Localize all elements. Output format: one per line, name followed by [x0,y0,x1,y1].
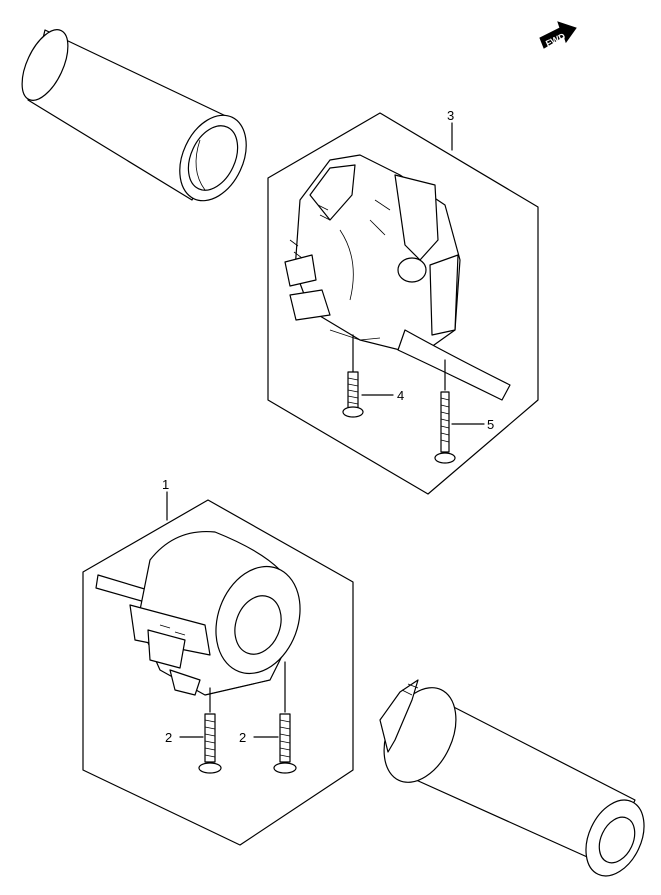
throttle-grip [379,679,645,877]
right-handle-switch [95,530,301,696]
left-handle-grip [21,29,247,202]
fwd-arrow-icon: FWD [539,21,577,49]
callout-2b: 2 [239,730,246,745]
switch-assembly-box-1 [82,499,354,846]
screw-2b: 2 [239,661,297,774]
callout-1-leader: 1 [162,477,169,521]
callout-2a: 2 [165,730,172,745]
switch-assembly-box-3 [267,112,539,495]
screw-5: 5 [434,359,494,464]
callout-3-leader: 3 [447,108,454,151]
callout-1: 1 [162,477,169,492]
callout-4: 4 [397,388,404,403]
callout-5: 5 [487,417,494,432]
screw-2a: 2 [165,687,222,774]
screw-4: 4 [342,334,404,418]
callout-3: 3 [447,108,454,123]
left-handle-switch [284,154,511,401]
